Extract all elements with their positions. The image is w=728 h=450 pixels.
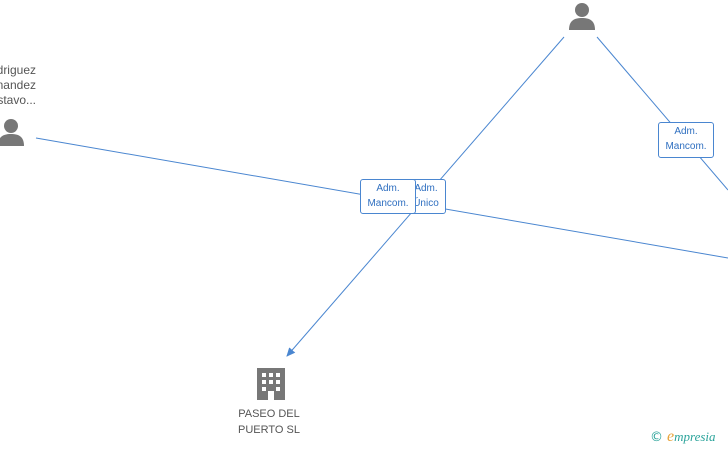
building-icon[interactable] bbox=[257, 368, 285, 400]
edge-label-line: Adm. bbox=[376, 183, 400, 194]
brand-logo-e: e bbox=[667, 428, 675, 445]
person-left-name-line: driguez bbox=[0, 63, 36, 77]
edge-label-adm-mancom-right[interactable]: Adm. Mancom. bbox=[658, 122, 714, 158]
company-name-line: PUERTO SL bbox=[238, 424, 300, 436]
edge-label-line: Único bbox=[413, 198, 439, 209]
edge-label-adm-mancom-center[interactable]: Adm. Mancom. bbox=[360, 179, 416, 214]
person-left-name-line: nandez bbox=[0, 78, 36, 92]
edge-label-line: Adm. bbox=[414, 183, 438, 194]
company-name[interactable]: PASEO DEL PUERTO SL bbox=[224, 406, 314, 438]
person-icon-left[interactable] bbox=[0, 119, 24, 146]
edge-label-line: Mancom. bbox=[367, 198, 409, 209]
copyright-icon: © bbox=[650, 430, 663, 445]
edge-top-person-to-right bbox=[596, 36, 728, 191]
company-name-line: PASEO DEL bbox=[238, 408, 300, 420]
brand-logo-text: mpresia bbox=[674, 429, 716, 444]
person-icon-top[interactable] bbox=[569, 3, 595, 30]
brand-logo: © empresia bbox=[650, 428, 716, 446]
edge-label-line: Adm. bbox=[674, 126, 698, 137]
person-left-name[interactable]: driguez nandez stavo... bbox=[0, 63, 36, 108]
person-left-name-line: stavo... bbox=[0, 93, 36, 107]
edge-label-line: Mancom. bbox=[665, 141, 707, 152]
